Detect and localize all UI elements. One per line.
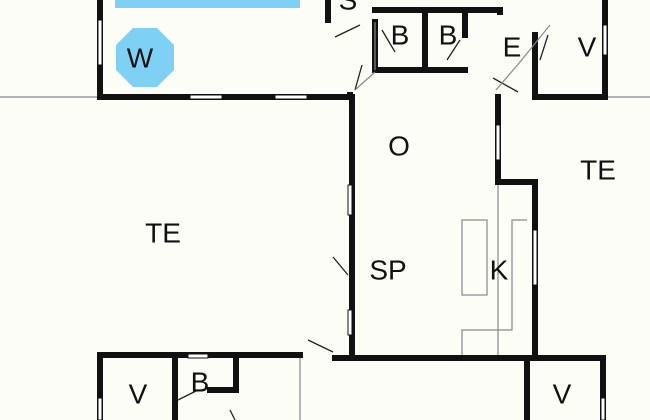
label-open-area: O [388,130,410,161]
label-terrace-right: TE [580,154,616,185]
label-pool: W [127,42,154,73]
label-dining: SP [369,254,406,285]
label-bath-2: B [439,19,458,50]
label-entrance: E [503,31,522,62]
doors [177,22,551,420]
label-sauna: S [339,0,358,15]
label-kitchen: K [490,254,509,285]
kitchen-counters [461,219,527,355]
pool [115,0,300,8]
label-bedroom-top-right: V [578,31,597,62]
whirlpool [116,28,174,87]
terrace-outline [0,96,650,420]
label-bedroom-bottom-left: V [129,378,148,409]
label-bath-bottom: B [191,366,210,397]
windows [97,19,608,420]
label-bedroom-bottom-right: V [553,378,572,409]
label-terrace-left: TE [145,217,181,248]
label-bath-1: B [391,19,410,50]
